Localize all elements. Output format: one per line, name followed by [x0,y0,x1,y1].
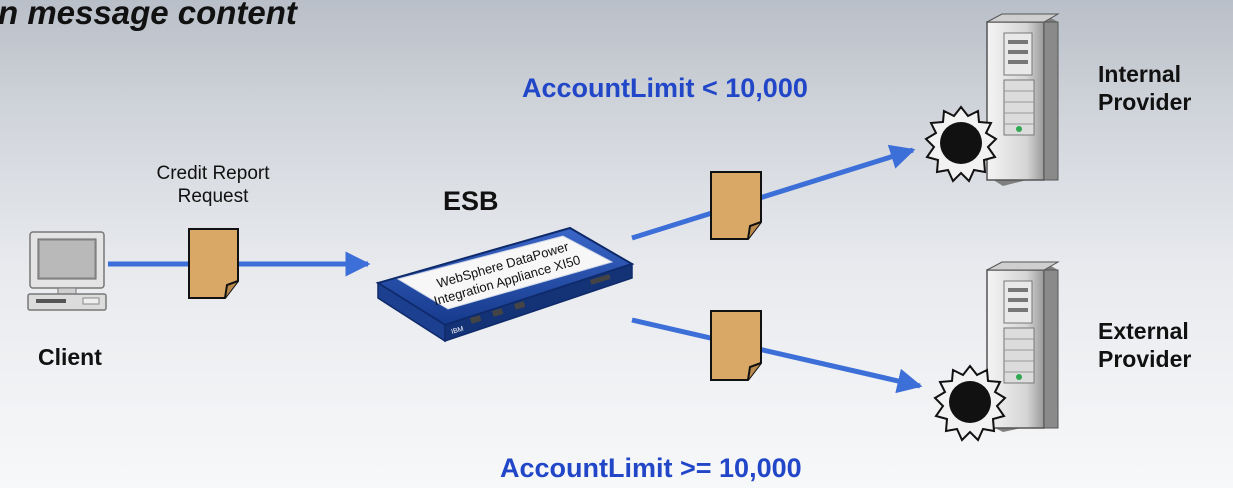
internal-gear-icon [924,105,998,183]
internal-provider-label: Internal Provider [1098,60,1191,116]
external-document-icon [710,310,762,381]
client-computer-icon [27,231,107,311]
internal-document-icon [710,171,762,240]
esb-appliance-icon: WebSphere DataPower Integration Applianc… [375,226,635,343]
appliance-brand: IBM [451,326,465,336]
external-provider-label: External Provider [1098,317,1191,373]
internal-server-icon [986,13,1060,186]
request-document-icon [188,228,239,299]
external-provider-line-2: Provider [1098,346,1192,372]
esb-to-internal-arrow [631,144,916,241]
request-label: Credit Report Request [138,162,288,208]
external-gear-icon [933,364,1007,442]
slide-title: n message content [0,0,297,31]
client-label: Client [38,344,102,370]
external-provider-line-1: External [1098,318,1189,344]
route-external-condition: AccountLimit >= 10,000 [500,453,802,483]
internal-provider-line-2: Provider [1098,89,1192,115]
request-label-line-1: Credit Report [156,163,270,184]
request-label-line-2: Request [177,186,249,207]
esb-label: ESB [443,186,499,216]
internal-provider-line-1: Internal [1098,61,1182,87]
esb-to-external-arrow [631,317,923,394]
route-internal-condition: AccountLimit < 10,000 [522,73,808,103]
